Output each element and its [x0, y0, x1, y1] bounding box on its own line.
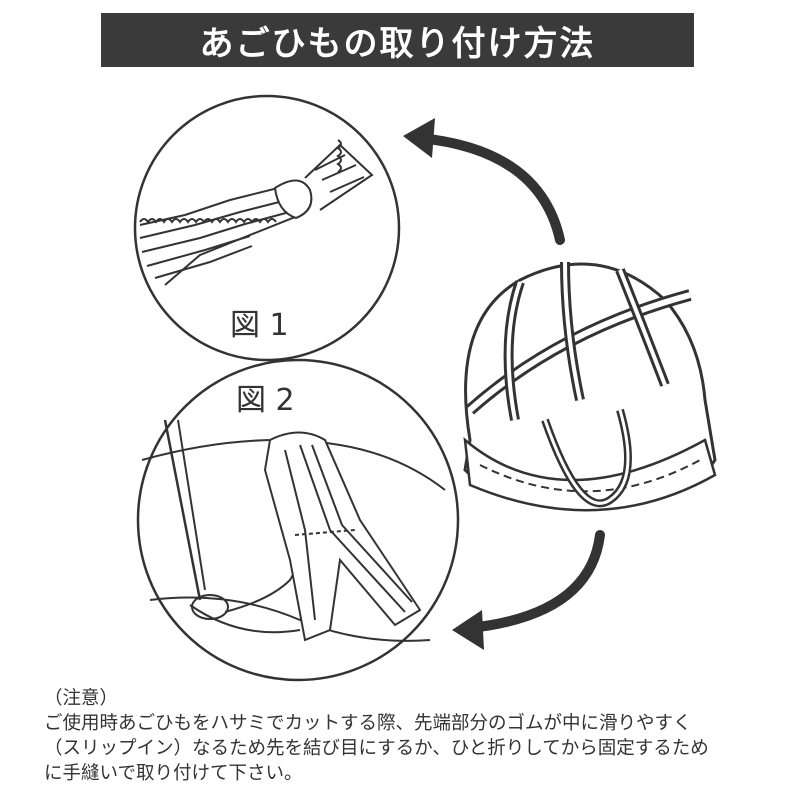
arrow-down-icon: [452, 530, 605, 650]
caution-heading: （注意）: [44, 688, 119, 709]
figure-1: 図 1: [133, 94, 401, 362]
caution-notes: （注意） ご使用時あごひもをハサミでカットする際、先端部分のゴムが中に滑りやすく…: [44, 686, 784, 786]
knotted-strap-icon: [139, 139, 374, 286]
arrow-up-icon: [403, 118, 565, 245]
sewing-strap-icon: [141, 419, 446, 642]
caution-line-3: に手縫いで取り付けて下さい。: [44, 763, 303, 784]
figure-1-label: 図 1: [230, 308, 289, 343]
figure-2-label: 図 2: [236, 383, 295, 418]
caution-line-2: （スリップイン）なるため先を結び目にするか、ひと折りしてから固定するため: [44, 738, 709, 759]
page-title: あごひもの取り付け方法: [199, 23, 596, 64]
instruction-illustration: 図 1 図 2: [133, 94, 717, 682]
figure-2: 図 2: [136, 358, 460, 682]
helmet-icon: [463, 261, 717, 512]
caution-line-1: ご使用時あごひもをハサミでカットする際、先端部分のゴムが中に滑りやすく: [44, 713, 692, 734]
title-banner: あごひもの取り付け方法: [101, 13, 694, 67]
